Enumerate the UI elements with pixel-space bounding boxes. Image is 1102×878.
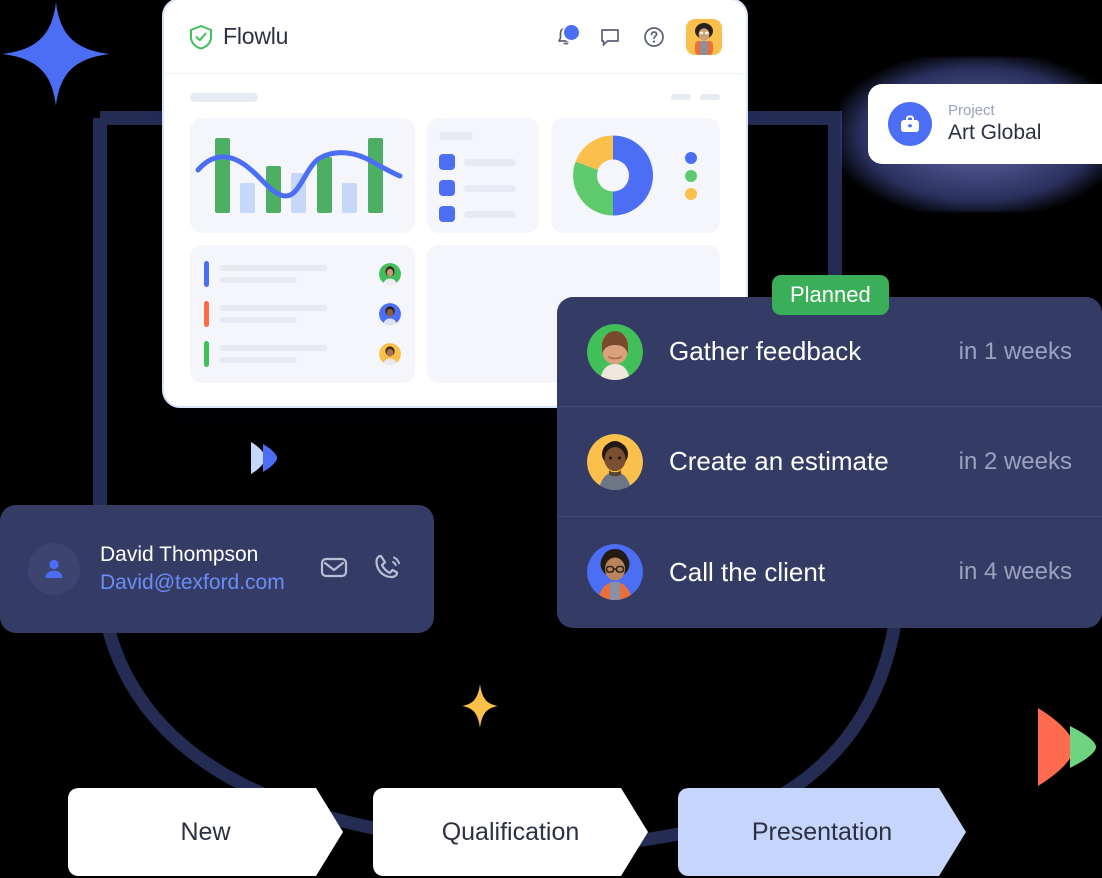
avatar <box>379 343 401 365</box>
task-title: Call the client <box>669 556 826 587</box>
list-item[interactable]: Create an estimate in 2 weeks <box>557 407 1102 517</box>
row-accent <box>204 301 209 327</box>
bell-icon[interactable] <box>554 22 581 49</box>
avatar <box>587 323 643 380</box>
stage-shape <box>373 788 648 876</box>
pipeline-stage-qualification[interactable]: Qualification <box>373 788 648 876</box>
pipeline-stage-presentation[interactable]: Presentation <box>678 788 966 876</box>
list-widget-title-placeholder <box>439 132 473 140</box>
toolbar-controls <box>671 94 720 100</box>
project-title: Art Global <box>948 121 1042 145</box>
chat-bubble-icon[interactable] <box>598 25 622 49</box>
list-item[interactable] <box>439 154 527 170</box>
avatar <box>379 263 401 285</box>
table-row[interactable] <box>204 341 401 367</box>
avatar <box>587 544 643 600</box>
pipeline-stages: New Qualification Presentation <box>0 788 1102 878</box>
list-item-marker <box>439 206 455 222</box>
row-accent <box>204 341 209 367</box>
briefcase-icon <box>888 102 932 146</box>
bar-chart-svg <box>195 138 403 213</box>
toolbar-pill[interactable] <box>671 94 691 100</box>
list-item[interactable]: Gather feedback in 1 weeks <box>557 297 1102 407</box>
table-row[interactable] <box>204 301 401 327</box>
project-label: Project <box>948 101 995 119</box>
stage-shape <box>678 788 966 876</box>
stage-shape <box>68 788 343 876</box>
project-card-text: Project Art Global <box>948 102 1041 147</box>
shield-check-icon <box>190 24 212 50</box>
contact-email[interactable]: David@texford.com <box>100 571 285 594</box>
brand: Flowlu <box>188 23 288 50</box>
list-item-text-placeholder <box>464 184 516 192</box>
brand-name: Flowlu <box>223 23 289 49</box>
task-due: in 1 weeks <box>958 337 1072 365</box>
donut-chart-widget <box>551 118 720 233</box>
list-item[interactable] <box>439 206 527 222</box>
dashboard-header: Flowlu <box>164 0 746 74</box>
double-arrow-right-icon <box>1038 708 1096 786</box>
help-circle-icon[interactable] <box>642 25 666 49</box>
toolbar-pill[interactable] <box>700 94 720 100</box>
notification-badge <box>562 22 581 42</box>
list-item[interactable]: Call the client in 4 weeks <box>557 517 1102 627</box>
sparkle-large-icon <box>2 2 110 106</box>
list-item-text-placeholder <box>464 158 516 166</box>
person-icon <box>28 543 80 595</box>
contact-actions <box>318 551 404 588</box>
contact-card[interactable]: David Thompson David@texford.com <box>0 505 434 633</box>
list-item-text-placeholder <box>464 210 516 218</box>
project-card[interactable]: Project Art Global <box>868 84 1102 164</box>
header-actions <box>554 18 722 55</box>
row-text-placeholder <box>219 345 369 363</box>
list-widget <box>427 118 539 233</box>
tasks-widget <box>190 245 415 383</box>
row-text-placeholder <box>219 305 369 323</box>
stage-label: Qualification <box>441 817 580 846</box>
sparkle-small-icon <box>462 684 498 728</box>
task-due: in 4 weeks <box>958 558 1072 585</box>
task-title: Create an estimate <box>669 446 889 476</box>
list-item[interactable] <box>439 180 527 196</box>
list-item-marker <box>439 180 455 196</box>
contact-text: David Thompson David@texford.com <box>100 541 285 598</box>
table-row[interactable] <box>204 261 401 287</box>
row-text-placeholder <box>219 265 369 283</box>
status-badge: Planned <box>772 275 889 315</box>
phone-icon[interactable] <box>372 551 404 588</box>
contact-name: David Thompson <box>100 542 259 566</box>
stage-label: Presentation <box>751 817 893 846</box>
donut-chart-svg <box>573 135 697 216</box>
widget-row-top <box>190 118 720 233</box>
task-due: in 2 weeks <box>958 447 1072 475</box>
list-item-marker <box>439 154 455 170</box>
avatar[interactable] <box>686 18 722 55</box>
planned-tasks-panel: Gather feedback in 1 weeks Create an est… <box>557 297 1102 628</box>
dashboard-toolbar <box>190 88 720 106</box>
pipeline-stage-new[interactable]: New <box>68 788 343 876</box>
double-arrow-left-icon <box>251 442 277 474</box>
bar-chart-widget <box>190 118 415 233</box>
mail-icon[interactable] <box>318 551 350 588</box>
row-accent <box>204 261 209 287</box>
avatar <box>379 303 401 325</box>
toolbar-title-placeholder <box>190 92 258 102</box>
avatar <box>587 433 643 490</box>
stage-label: New <box>180 817 231 846</box>
task-title: Gather feedback <box>669 336 862 366</box>
